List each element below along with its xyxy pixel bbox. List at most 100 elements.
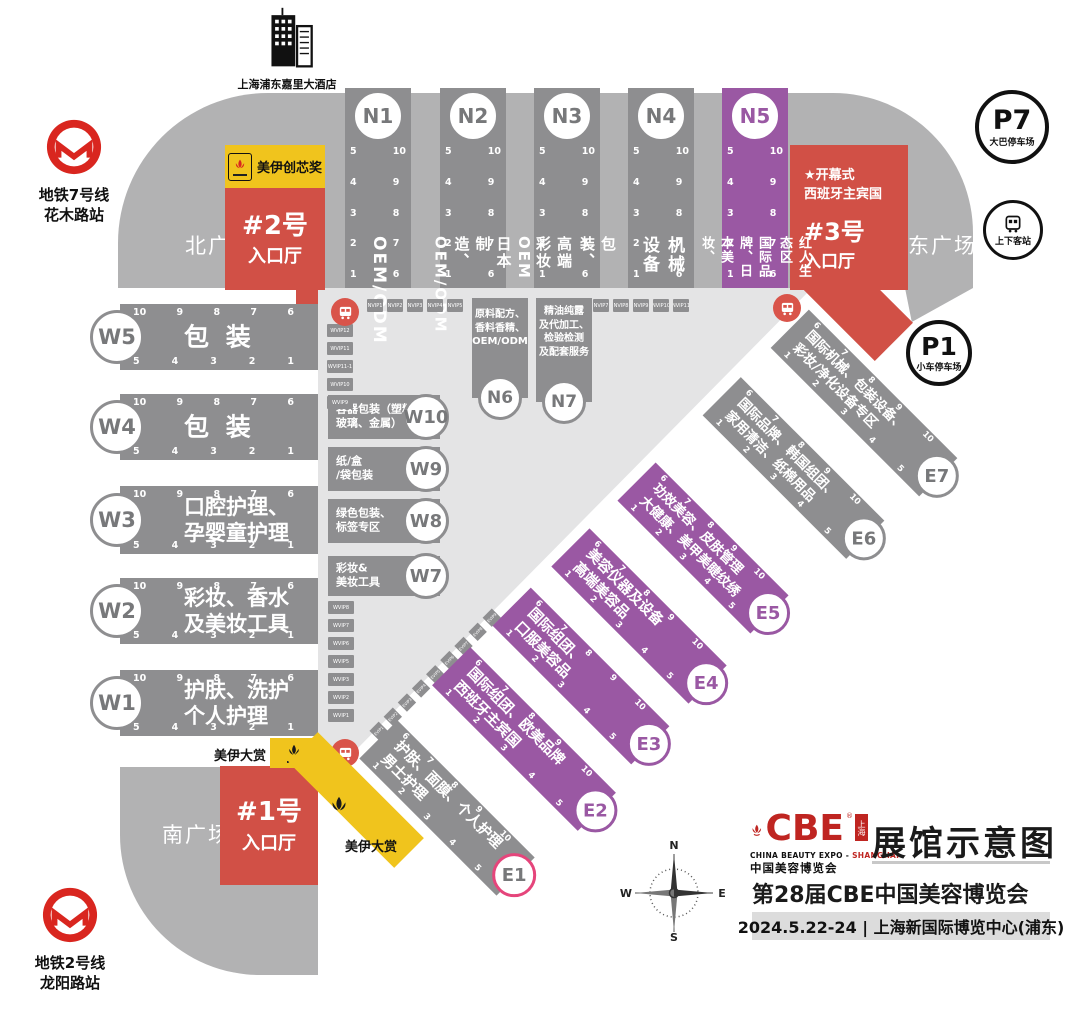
repeat-item: 1 [561,568,574,580]
entrance-3-note-1: ★开幕式 [804,168,855,183]
map-title: 展馆示意图 [872,824,1057,864]
bus-icon-east [773,294,801,322]
repeat-item: WVIP6 [328,637,354,650]
repeat-item: 9 [176,397,184,408]
hall-n5-line1: 红人生态区 [777,236,811,278]
bus-glyph-icon [339,306,351,319]
repeat-item: 2 [809,378,821,390]
repeat-item: 8 [213,307,221,318]
hall-n3-line2: 高端彩妆OEM [515,236,573,280]
repeat-item: 5 [894,463,906,475]
repeat-item: 7 [487,238,495,250]
compass-w: W [620,887,632,900]
hall-w5-badge: W5 [90,310,144,364]
repeat-item: 5 [821,525,833,537]
repeat-item: 7 [250,489,258,500]
compass-s: S [670,931,678,942]
repeat-item: 2 [633,238,640,250]
repeat-item: 10 [133,397,147,408]
repeat-item: NVIP9 [633,299,649,312]
repeat-item: NVIP2 [387,299,403,312]
repeat-item: 9 [176,307,184,318]
award-banner-text: 美伊创芯奖 [256,161,322,176]
parking-p1: P1 小车停车场 [906,320,972,386]
repeat-item: 3 [350,207,357,219]
repeat-item: 9 [176,581,184,592]
repeat-item: WVIP8 [328,601,354,614]
hall-e6-badge: E6 [841,516,886,561]
hall-w2-badge: W2 [90,584,144,638]
repeat-item: 4 [539,176,546,188]
repeat-item: 5 [350,146,357,157]
repeat-item: 2 [248,446,256,457]
zone-n7: 精油纯露及代加工、检验检测及配套服务 N7 [536,298,592,424]
repeat-item: 2 [248,630,256,641]
zone-w8-line1: 绿色包装、 [336,506,391,520]
repeat-item: 10 [392,146,406,157]
repeat-item: 2 [727,238,734,250]
compass-n: N [669,840,678,852]
entrance-2-tab [296,290,318,307]
repeat-item: 2 [445,238,452,250]
parking-p7-code: P7 [992,104,1032,136]
bus-glyph-icon [1005,215,1021,232]
zone-w9-line1: 纸/盒 [336,454,363,468]
zone-n6-badge: N6 [478,376,522,420]
repeat-item: 1 [287,446,294,457]
repeat-item: 2 [529,653,541,665]
repeat-item: WVIP12 [327,324,353,337]
zone-w10-label: 容器包装（塑料、玻璃、金属） [336,403,424,432]
award-banner-chuangxin: 美伊创芯奖 [225,145,325,188]
zone-w7: 彩妆&美妆工具 W7 [328,553,449,599]
repeat-item: 1 [287,540,294,551]
hall-w5-label: 包 装 [184,322,255,352]
hall-e5-badge: E5 [746,591,791,636]
zone-n7-line2: 及代加工、 [539,319,589,331]
repeat-item: 1 [781,349,793,362]
meiyi-logo-icon [227,152,252,181]
repeat-item: 1 [287,722,294,733]
tulip-icon [235,159,245,168]
zone-w10-line1: 容器包装（塑料、 [336,402,424,416]
repeat-item: 2 [248,540,256,551]
zone-w8: 绿色包装、标签专区 W8 [328,498,449,544]
zone-n7-label: 精油纯露及代加工、检验检测及配套服务 [536,305,592,359]
repeat-item: 9 [392,176,400,188]
hall-w1-label: 护肤、洗护个人护理 [184,677,289,730]
repeat-item: 6 [287,581,294,592]
hall-n5-badge: N5 [729,90,781,142]
repeat-item: 6 [487,269,495,280]
repeat-item: 10 [133,489,147,500]
repeat-item: 5 [606,731,618,743]
repeat-item: NVIP7 [593,299,609,312]
south-plaza-label: 南广场 [162,823,231,847]
shanghai-metro-icon [46,119,102,175]
repeat-item: 8 [581,207,589,219]
hall-n4-label: 机械设备 [628,236,694,282]
zone-w10-badge: W10 [403,394,449,440]
repeat-item: NVIP1 [367,299,383,312]
repeat-item: 5 [133,630,140,641]
repeat-item: NVIP8 [613,299,629,312]
repeat-item: 2 [539,238,546,250]
repeat-item: WVIP2 [328,691,354,704]
parking-p7: P7 大巴停车场 [975,90,1049,164]
repeat-item: 5 [133,446,140,457]
meiyi-logo-icon [328,794,350,822]
hall-n5-label: 红人生态区国际品牌、日本美妆、 [699,236,811,282]
repeat-item: 4 [701,575,713,588]
repeat-item: 10 [578,763,594,780]
repeat-item: 10 [769,146,783,157]
